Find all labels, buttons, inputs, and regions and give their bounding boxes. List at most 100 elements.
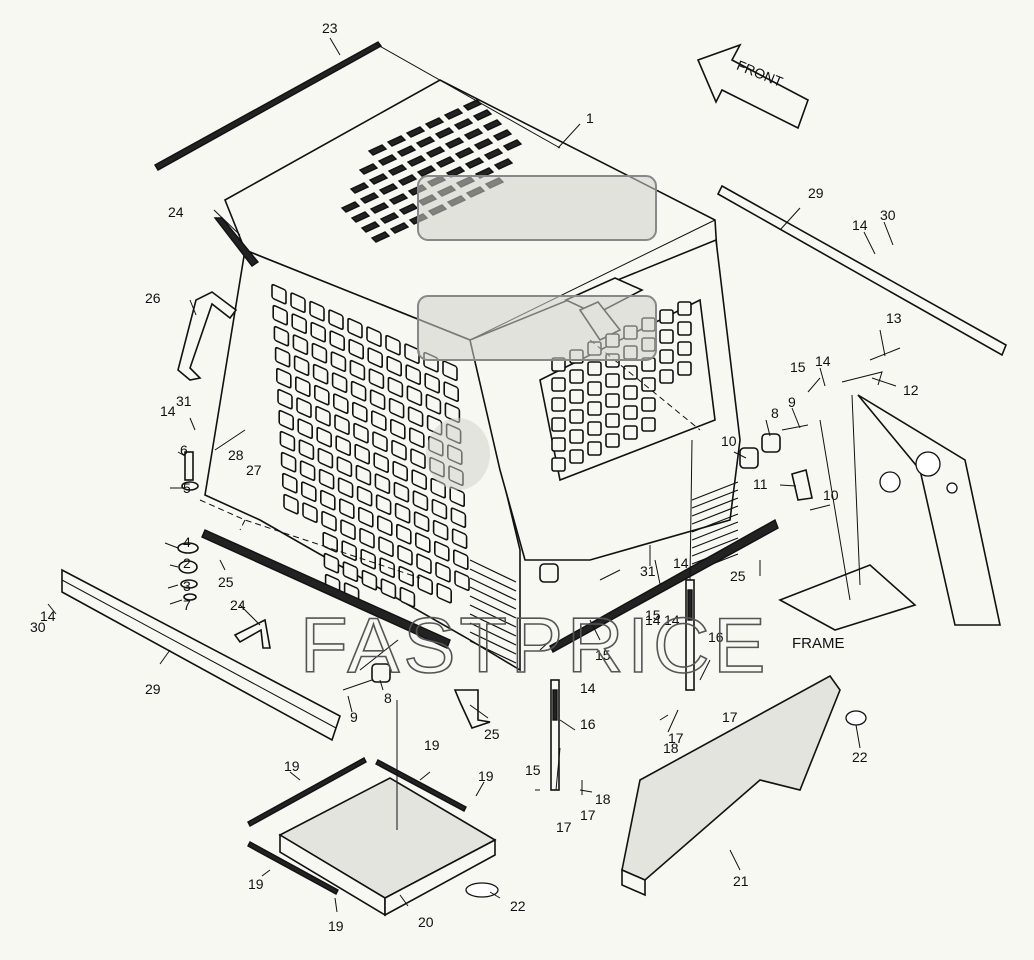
roof-vent-opening <box>389 222 410 234</box>
leader-line <box>863 231 876 255</box>
callout-label: 27 <box>246 462 262 478</box>
side-screen-opening <box>454 570 470 592</box>
side-screen-opening <box>291 313 308 334</box>
side-screen-opening <box>376 515 393 536</box>
callout-label: 18 <box>663 740 679 756</box>
leader-line <box>559 719 576 731</box>
leader-line <box>791 407 801 429</box>
side-screen-opening <box>410 448 426 470</box>
side-screen-opening <box>442 360 458 382</box>
callout-label: 14 <box>815 353 831 369</box>
side-screen-opening <box>367 347 384 368</box>
roof-vent-opening <box>434 127 455 139</box>
roof-vent-opening <box>378 183 399 195</box>
callout-label: 9 <box>788 394 796 410</box>
roof-vent-opening <box>502 139 523 151</box>
callout-label: 15 <box>525 762 541 778</box>
roof-vent-opening <box>369 202 390 214</box>
leader-line <box>729 849 741 871</box>
rear-window-opening <box>587 421 602 436</box>
leader-line <box>334 897 338 913</box>
leader-line <box>169 599 183 605</box>
vent-slot <box>691 505 739 525</box>
callout-label: 26 <box>145 290 161 306</box>
leader-line <box>589 619 601 641</box>
leader-line <box>375 43 561 149</box>
side-screen-opening <box>380 578 397 599</box>
side-screen-opening <box>355 464 372 486</box>
rear-window-opening <box>551 397 566 412</box>
leader-line <box>419 771 431 781</box>
callout-label: 6 <box>180 442 188 458</box>
roof-vent-opening <box>472 109 493 121</box>
grommet-22-a <box>465 882 499 898</box>
callout-label: 28 <box>228 447 244 463</box>
leader-line <box>289 771 301 781</box>
side-screen-opening <box>391 439 407 461</box>
side-screen-opening <box>351 401 368 423</box>
leader-line <box>261 869 271 877</box>
side-screen-opening <box>354 443 371 465</box>
bracket-24-top <box>213 217 260 267</box>
side-screen-opening <box>310 321 327 343</box>
rear-window-opening <box>569 389 584 404</box>
side-screen-opening <box>361 569 378 591</box>
leader-line <box>557 123 581 149</box>
roof-vent-opening <box>463 128 484 140</box>
side-screen-opening <box>349 359 366 381</box>
side-screen-opening <box>302 502 318 523</box>
side-screen-opening <box>312 363 329 385</box>
bracket-24-bottom <box>233 618 271 649</box>
side-screen-opening <box>425 393 442 415</box>
bracket-25-bottom <box>453 689 491 729</box>
rear-window-opening <box>587 361 602 376</box>
vent-slot <box>469 631 517 655</box>
callout-label: 30 <box>30 619 46 635</box>
leader-line <box>539 639 552 651</box>
side-screen-opening <box>331 372 348 393</box>
side-screen-opening <box>283 493 299 515</box>
leader-line <box>779 207 801 231</box>
roof-vent-opening <box>377 154 398 166</box>
side-screen-opening <box>294 376 311 397</box>
rear-window-opening <box>659 369 674 384</box>
side-screen-opening <box>274 346 291 368</box>
callout-label: 3 <box>183 578 191 594</box>
rear-window-opening <box>551 437 566 452</box>
side-screen-opening <box>296 397 312 418</box>
side-screen-opening <box>435 561 451 583</box>
side-screen-opening <box>337 477 354 498</box>
side-screen-opening <box>348 338 365 360</box>
grommet-22-b <box>845 710 867 726</box>
side-screen-opening <box>387 376 404 398</box>
side-screen-opening <box>356 485 373 507</box>
callout-label: 21 <box>733 873 749 889</box>
side-screen-opening <box>315 405 331 427</box>
side-screen-opening <box>452 549 469 571</box>
side-screen-opening <box>394 502 411 524</box>
side-screen-opening <box>353 422 369 444</box>
strip-29-right <box>716 184 1008 357</box>
side-screen-opening <box>275 367 292 389</box>
roof-vent-opening <box>444 137 465 149</box>
roof-vent-opening <box>435 156 456 168</box>
rear-window-opening <box>587 401 602 416</box>
roof-vent-opening <box>387 164 408 176</box>
highlight-box-bottom <box>417 295 657 361</box>
callout-label: 8 <box>771 405 779 421</box>
callout-label: 29 <box>808 185 824 201</box>
strip-25-left <box>201 529 451 649</box>
side-screen-opening <box>411 469 428 491</box>
roof-vent-opening <box>359 192 380 204</box>
seals-19 <box>247 757 467 895</box>
leader-line <box>819 367 826 387</box>
side-screen-opening <box>281 472 298 494</box>
side-screen-opening <box>342 561 359 582</box>
callout-label: 20 <box>418 914 434 930</box>
leader-line <box>239 604 261 626</box>
rear-window-opening <box>677 361 692 376</box>
floor-panel-20 <box>278 777 497 917</box>
callout-label: 19 <box>248 876 264 892</box>
side-screen-opening <box>292 334 309 355</box>
rear-window-opening <box>641 417 656 432</box>
